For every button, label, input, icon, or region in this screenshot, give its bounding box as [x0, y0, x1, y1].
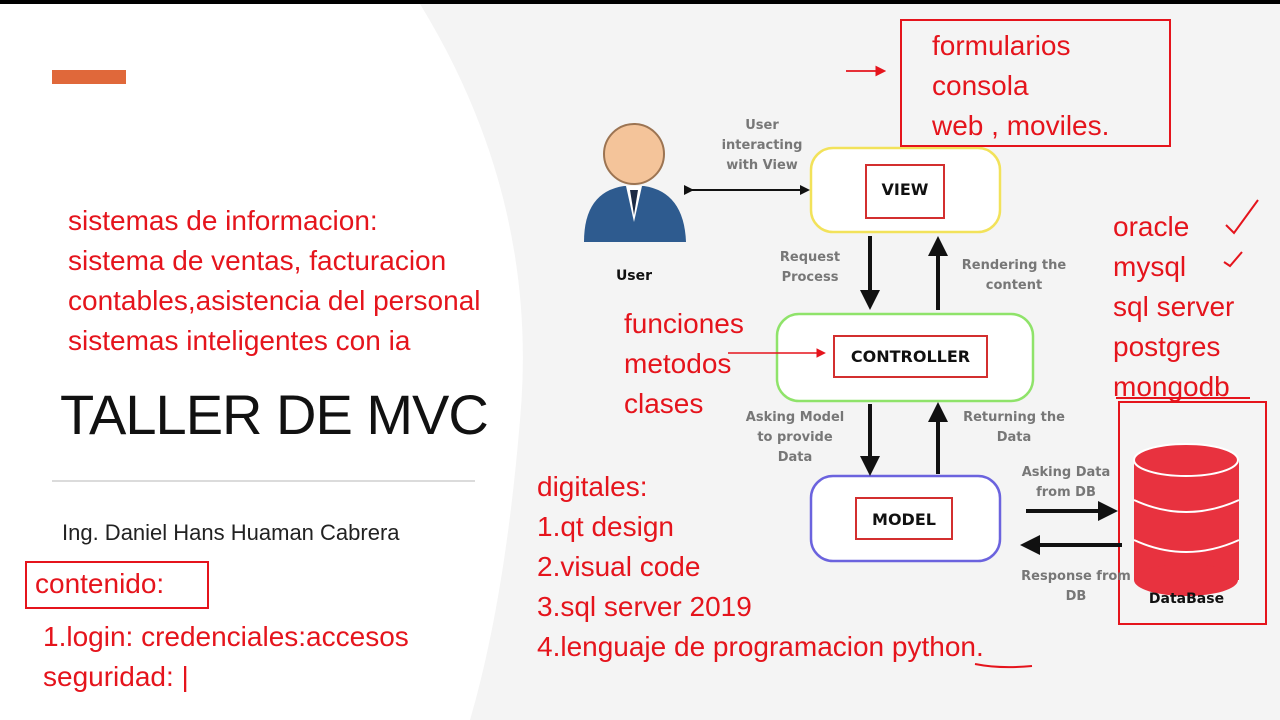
database-item: mongodb [1113, 371, 1230, 402]
edge-label-line: Data [777, 450, 813, 465]
edge-label-line: Returning the [963, 410, 1065, 425]
sistemas-line: sistemas de informacion: [68, 205, 378, 236]
edge-label-line: interacting [721, 138, 803, 153]
edge-label-line: Process [781, 270, 839, 285]
python-underline [974, 663, 1033, 669]
user-icon [584, 123, 686, 242]
asking-data-edge-label: Asking Data from DB [1006, 463, 1126, 503]
sistemas-note: sistemas de informacion: sistema de vent… [68, 201, 480, 361]
database-annotation-box [1118, 401, 1267, 625]
tools-item: 4.lenguaje de programacion python. [537, 631, 984, 662]
view-targets-note: formularios consola web , moviles. [932, 26, 1109, 146]
returning-edge-label: Returning the Data [952, 408, 1076, 448]
edge-label-line: with View [726, 158, 798, 173]
mysql-checkmark [1223, 251, 1243, 268]
edge-label-line: Response from [1021, 569, 1131, 584]
database-item: mysql [1113, 251, 1187, 282]
controller-item: clases [624, 388, 704, 419]
view-label-box [865, 164, 945, 219]
database-label: DataBase [1148, 591, 1225, 607]
edge-label-line: Data [996, 430, 1032, 445]
contenido-heading: contenido: [25, 561, 209, 609]
database-item: oracle [1113, 211, 1190, 242]
database-item: postgres [1113, 331, 1221, 362]
tools-item: 3.sql server 2019 [537, 591, 752, 622]
sistemas-line: sistema de ventas, facturacion [68, 245, 447, 276]
edge-label-line: content [985, 278, 1043, 293]
contenido-item: seguridad: | [43, 661, 189, 692]
rendering-edge-label: Rendering the content [952, 256, 1076, 296]
tools-item: 1.qt design [537, 511, 674, 542]
contenido-list: 1.login: credenciales:accesos seguridad:… [43, 617, 409, 697]
left-panel [0, 4, 523, 720]
controller-item: funciones [624, 308, 744, 339]
user-label: User [615, 268, 653, 284]
accent-bar [52, 70, 126, 84]
view-target-item: consola [932, 70, 1029, 101]
view-label: VIEW [881, 180, 929, 199]
oracle-checkmark [1225, 199, 1259, 235]
edge-label-line: Rendering the [961, 258, 1067, 273]
contenido-item: 1.login: credenciales:accesos [43, 621, 409, 652]
edge-label-line: Asking Data [1021, 465, 1111, 480]
response-edge-label: Response from DB [1014, 567, 1138, 607]
tools-item: digitales: [537, 471, 648, 502]
view-targets-box [900, 19, 1171, 147]
sistemas-line: sistemas inteligentes con ia [68, 325, 411, 356]
edge-label-line: DB [1065, 589, 1087, 604]
controller-label: CONTROLLER [850, 347, 971, 366]
sistemas-line: contables,asistencia del personal [68, 285, 481, 316]
model-label: MODEL [872, 510, 936, 529]
edge-label-line: to provide [757, 430, 833, 445]
edge-label-line: User [745, 118, 779, 133]
controller-items-note: funciones metodos clases [624, 304, 744, 424]
tools-note: digitales: 1.qt design 2.visual code 3.s… [537, 467, 984, 667]
view-target-item: formularios [932, 30, 1071, 61]
edge-label-line: from DB [1036, 485, 1096, 500]
user-view-edge-label: User interacting with View [702, 116, 822, 176]
edge-label-line: Request [779, 250, 841, 265]
request-edge-label: Request Process [760, 248, 860, 288]
model-label-box [855, 497, 953, 540]
asking-model-edge-label: Asking Model to provide Data [735, 408, 855, 468]
databases-note: oracle mysql sql server postgres mongodb [1113, 207, 1234, 407]
database-icon [1133, 443, 1240, 596]
edge-label-line: Asking Model [745, 410, 845, 425]
database-item: sql server [1113, 291, 1235, 322]
view-target-item: web , moviles. [932, 110, 1110, 141]
controller-item: metodos [624, 348, 732, 379]
tools-item: 2.visual code [537, 551, 701, 582]
controller-label-box [833, 335, 988, 378]
author-name: Ing. Daniel Hans Huaman Cabrera [62, 520, 400, 545]
slide-title: TALLER DE MVC [60, 383, 489, 446]
